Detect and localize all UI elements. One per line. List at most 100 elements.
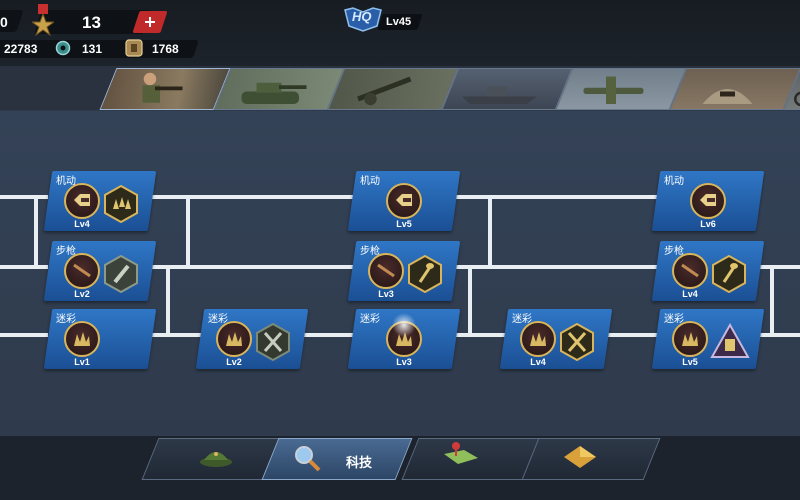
node-label: 迷彩: [512, 314, 532, 325]
node-level: Lv5: [682, 357, 698, 367]
tech-node-rifle-col5[interactable]: 步枪 Lv4: [651, 241, 765, 301]
unit-category-tabs: [0, 66, 800, 177]
tech-node-camo-col3[interactable]: 迷彩 Lv3: [347, 309, 461, 369]
hq-badge-icon: [344, 7, 382, 32]
artillery-icon: [357, 76, 412, 106]
tech-node-mobility-col5[interactable]: 机动 Lv6: [651, 171, 765, 231]
shield-resource-icon: [125, 39, 143, 57]
motorcycle-icon: [794, 91, 800, 107]
mobility-icon: [386, 183, 422, 219]
tech-node-camo-col5[interactable]: 迷彩 Lv5: [651, 309, 765, 369]
tab-artillery[interactable]: [327, 68, 459, 110]
rank-diamond-icon: [564, 446, 596, 468]
tech-node-camo-col2[interactable]: 迷彩 Lv2: [195, 309, 309, 369]
bunker-icon: [702, 89, 753, 104]
connector-line: [0, 195, 48, 199]
rifle-icon: [672, 253, 708, 289]
tab-tank[interactable]: [213, 68, 345, 110]
connector-line: [150, 265, 354, 269]
left-edge-value: 0: [0, 14, 8, 30]
mobility-icon: [690, 183, 726, 219]
crossed-shovels-icon: [256, 323, 290, 361]
camo-icon: [64, 321, 100, 357]
plane-icon: [583, 76, 644, 104]
shovel-icon: [408, 255, 442, 293]
nav-tab-tech[interactable]: [261, 438, 413, 480]
fortification-icon: [710, 323, 750, 358]
gear-resource-icon: [55, 40, 71, 56]
connector-line: [300, 333, 354, 337]
resource-1-value: 22783: [4, 42, 38, 56]
tech-tree-panel: 机动 Lv4 步枪 Lv2 迷彩 Lv1 迷彩: [0, 111, 800, 436]
ship-icon: [462, 86, 537, 104]
tech-node-rifle-col1[interactable]: 步枪 Lv2: [43, 241, 157, 301]
tab-fortification[interactable]: [669, 68, 800, 110]
node-label: 迷彩: [208, 314, 228, 325]
tech-node-rifle-col3[interactable]: 步枪 Lv3: [347, 241, 461, 301]
connector-line: [0, 333, 48, 337]
connector-line: [0, 265, 48, 269]
node-level: Lv2: [74, 289, 90, 299]
tech-node-mobility-col1[interactable]: 机动 Lv4: [43, 171, 157, 231]
tech-node-camo-col1[interactable]: 迷彩 Lv1: [43, 309, 157, 369]
connector-line: [756, 333, 800, 337]
tab-motorcycle[interactable]: [783, 68, 800, 110]
connector-line: [454, 333, 508, 337]
connector-line: [34, 195, 38, 269]
resource-3-value: 1768: [152, 42, 179, 56]
node-level: Lv4: [682, 289, 698, 299]
rank-boost-icon: [104, 185, 138, 223]
soldier-icon: [142, 72, 183, 103]
mobility-icon: [64, 183, 100, 219]
node-level: Lv4: [74, 219, 90, 229]
node-label: 机动: [360, 176, 380, 187]
node-label: 步枪: [56, 246, 76, 257]
camo-icon: [672, 321, 708, 357]
node-level: Lv4: [530, 357, 546, 367]
tab-aircraft[interactable]: [555, 68, 687, 110]
tab-navy[interactable]: [441, 68, 573, 110]
tank-icon: [241, 82, 307, 104]
tab-infantry[interactable]: [99, 68, 231, 110]
node-level: Lv2: [226, 357, 242, 367]
officer-cap-icon: [200, 452, 232, 467]
node-level: Lv6: [700, 219, 716, 229]
plus-icon: [145, 17, 155, 27]
resource-2-value: 131: [82, 42, 103, 56]
connector-line: [150, 333, 204, 337]
connector-line: [454, 265, 658, 269]
add-medal-button[interactable]: [132, 11, 168, 33]
node-label: 迷彩: [360, 314, 380, 325]
top-hud: 0 13 22783 131 1768 HQ Lv45: [0, 0, 800, 66]
connector-line: [756, 265, 800, 269]
connector-line: [488, 195, 492, 269]
node-label: 迷彩: [664, 314, 684, 325]
tech-node-camo-col4[interactable]: 迷彩 Lv4: [499, 309, 613, 369]
crossed-shovels-icon: [560, 323, 594, 361]
hq-label: HQ: [352, 9, 372, 24]
connector-line: [468, 265, 472, 337]
medal-icon: [32, 4, 54, 37]
medal-value: 13: [82, 13, 101, 32]
map-icon: [444, 442, 478, 464]
tech-node-mobility-col3[interactable]: 机动 Lv5: [347, 171, 461, 231]
camo-icon: [216, 321, 252, 357]
nav-tech-label: 科技: [346, 455, 373, 470]
node-level: Lv3: [378, 289, 394, 299]
node-level: Lv5: [396, 219, 412, 229]
node-level: Lv3: [396, 357, 412, 367]
rifle-icon: [64, 253, 100, 289]
selection-glow: [392, 313, 416, 337]
node-label: 步枪: [664, 246, 684, 257]
shovel-icon: [712, 255, 746, 293]
node-label: 机动: [56, 176, 76, 187]
connector-line: [604, 333, 658, 337]
connector-line: [166, 265, 170, 337]
node-label: 机动: [664, 176, 684, 187]
node-level: Lv1: [74, 357, 90, 367]
connector-line: [150, 195, 354, 199]
connector-line: [186, 195, 190, 269]
node-label: 步枪: [360, 246, 380, 257]
node-label: 迷彩: [56, 314, 76, 325]
rifle-icon: [368, 253, 404, 289]
